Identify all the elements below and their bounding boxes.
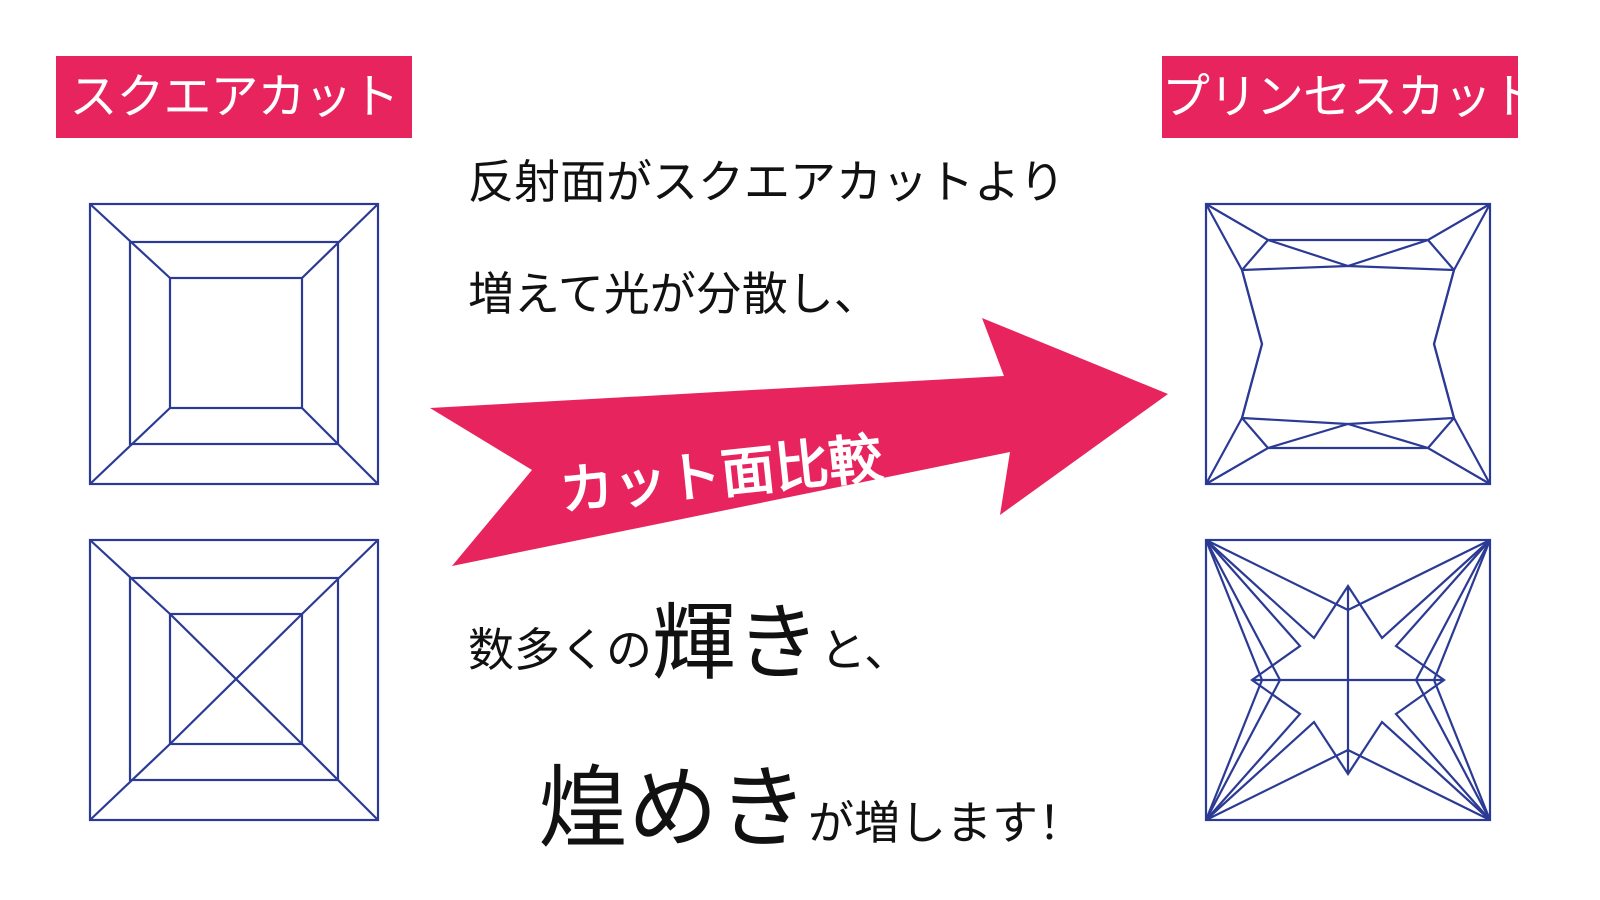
line4-text-b: が増します！ xyxy=(808,796,1084,850)
description-line-1: 反射面がスクエアカットより xyxy=(468,155,1066,209)
line3-text-b: と、 xyxy=(820,623,911,677)
princess-cut-bottom-diagram xyxy=(1204,538,1492,822)
square-cut-label: スクエアカット xyxy=(56,56,412,138)
comparison-arrow: カット面比較 xyxy=(430,318,1168,566)
princess-cut-top-diagram xyxy=(1204,202,1492,486)
line3-emphasis: 輝き xyxy=(652,594,821,692)
description-line-3: 数多くの輝きと、 xyxy=(468,570,911,692)
description-line-4: 煌めきが増します！ xyxy=(538,735,1084,865)
arrow-shape xyxy=(430,318,1168,566)
square-cut-bottom-diagram xyxy=(88,538,380,822)
princess-cut-label: プリンセスカット xyxy=(1162,56,1518,138)
description-line-2: 増えて光が分散し、 xyxy=(468,267,880,321)
line3-text-a: 数多くの xyxy=(468,623,652,677)
line4-emphasis: 煌めき xyxy=(538,756,808,861)
square-cut-top-diagram xyxy=(88,202,380,486)
